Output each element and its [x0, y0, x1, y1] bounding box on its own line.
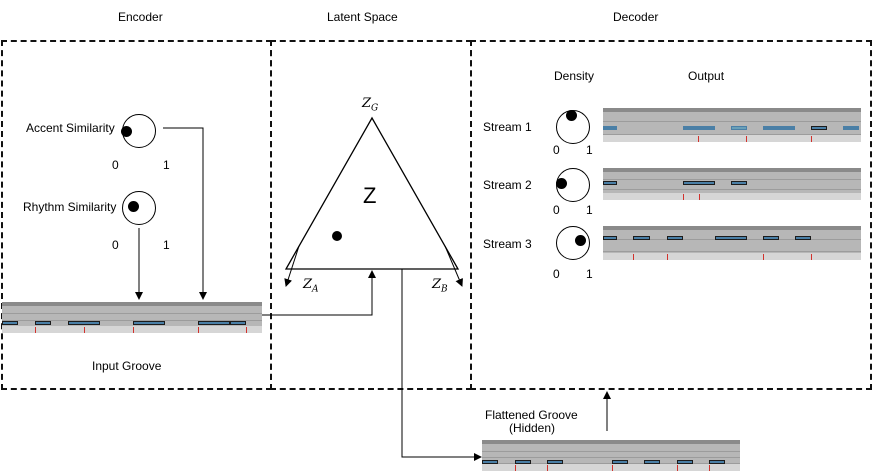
stream-2-max: 1 — [586, 203, 593, 217]
input-note — [68, 321, 100, 325]
rhythm-knob-indicator — [128, 201, 139, 212]
stream-3-note — [715, 236, 747, 240]
latent-to-flattened-arrow — [401, 269, 482, 461]
flattened-note — [547, 460, 563, 464]
stream-3-label: Stream 3 — [483, 237, 532, 251]
flattened-note — [515, 460, 531, 464]
input-note — [35, 321, 51, 325]
accent-scale-min: 0 — [112, 158, 119, 172]
za-label: ZA — [303, 277, 319, 295]
stream-1-note — [683, 126, 715, 130]
output-label: Output — [688, 69, 725, 83]
decoder-heading: Decoder — [613, 10, 659, 24]
stream-1-note — [763, 126, 795, 130]
stream-2-min: 0 — [553, 203, 560, 217]
input-to-latent-arrow — [262, 270, 376, 316]
input-note — [198, 321, 230, 325]
zb-axis-arrow — [444, 245, 463, 287]
stream-2-note — [731, 181, 747, 185]
stream-2-knob-indicator — [556, 178, 567, 189]
stream-3-knob-indicator — [575, 235, 586, 246]
accent-scale-max: 1 — [163, 158, 170, 172]
flattened-note — [482, 460, 498, 464]
flattened-groove-label: Flattened Groove — [485, 408, 578, 422]
accent-knob-indicator — [121, 126, 132, 137]
latent-space-heading: Latent Space — [327, 10, 398, 24]
stream-2-label: Stream 2 — [483, 178, 532, 192]
accent-similarity-label: Accent Similarity — [26, 121, 115, 135]
stream-3-max: 1 — [586, 267, 593, 281]
stream-1-note — [603, 126, 617, 130]
flattened-note — [677, 460, 693, 464]
zg-label: ZG — [362, 96, 379, 114]
stream-3-output-roll — [603, 226, 861, 260]
rhythm-similarity-knob[interactable] — [122, 191, 156, 225]
input-note — [2, 321, 18, 325]
input-note — [133, 321, 165, 325]
accent-similarity-knob[interactable] — [121, 114, 156, 148]
latent-point-dot — [332, 231, 342, 241]
stream-1-max: 1 — [586, 143, 593, 157]
flattened-note — [612, 460, 628, 464]
stream-3-note — [667, 236, 683, 240]
flattened-note — [644, 460, 660, 464]
stream-1-note — [731, 126, 747, 130]
z-center-label: Z — [363, 183, 377, 208]
encoder-heading: Encoder — [118, 10, 163, 24]
zb-label: ZB — [432, 277, 448, 295]
stream-1-knob-indicator — [566, 110, 577, 121]
input-groove-roll — [2, 302, 262, 333]
stream-3-note — [633, 236, 650, 240]
stream-3-min: 0 — [553, 267, 560, 281]
stream-3-note — [795, 236, 811, 240]
rhythm-scale-max: 1 — [163, 238, 170, 252]
flattened-groove-hidden-label: (Hidden) — [509, 421, 556, 435]
stream-2-density-knob[interactable] — [556, 168, 590, 202]
accent-to-input-arrow — [163, 127, 207, 300]
stream-1-note — [811, 126, 827, 130]
stream-1-label: Stream 1 — [483, 120, 532, 134]
stream-1-note — [843, 126, 859, 130]
latent-triangle — [284, 116, 460, 270]
stream-3-density-knob[interactable] — [556, 226, 590, 260]
density-label: Density — [554, 69, 595, 83]
za-axis-arrow — [284, 245, 300, 287]
stream-3-note — [603, 236, 617, 240]
stream-2-output-roll — [603, 168, 861, 200]
input-note — [230, 321, 246, 325]
decoder-panel — [470, 40, 872, 390]
input-groove-label: Input Groove — [92, 359, 162, 373]
flattened-note — [709, 460, 725, 464]
flattened-groove-roll — [482, 440, 740, 471]
rhythm-similarity-label: Rhythm Similarity — [23, 200, 117, 214]
stream-2-note — [603, 181, 617, 185]
stream-1-density-knob[interactable] — [556, 110, 590, 144]
rhythm-scale-min: 0 — [112, 238, 119, 252]
stream-3-note — [763, 236, 779, 240]
stream-2-note — [683, 181, 715, 185]
stream-1-min: 0 — [553, 143, 560, 157]
stream-1-output-roll — [603, 108, 861, 142]
